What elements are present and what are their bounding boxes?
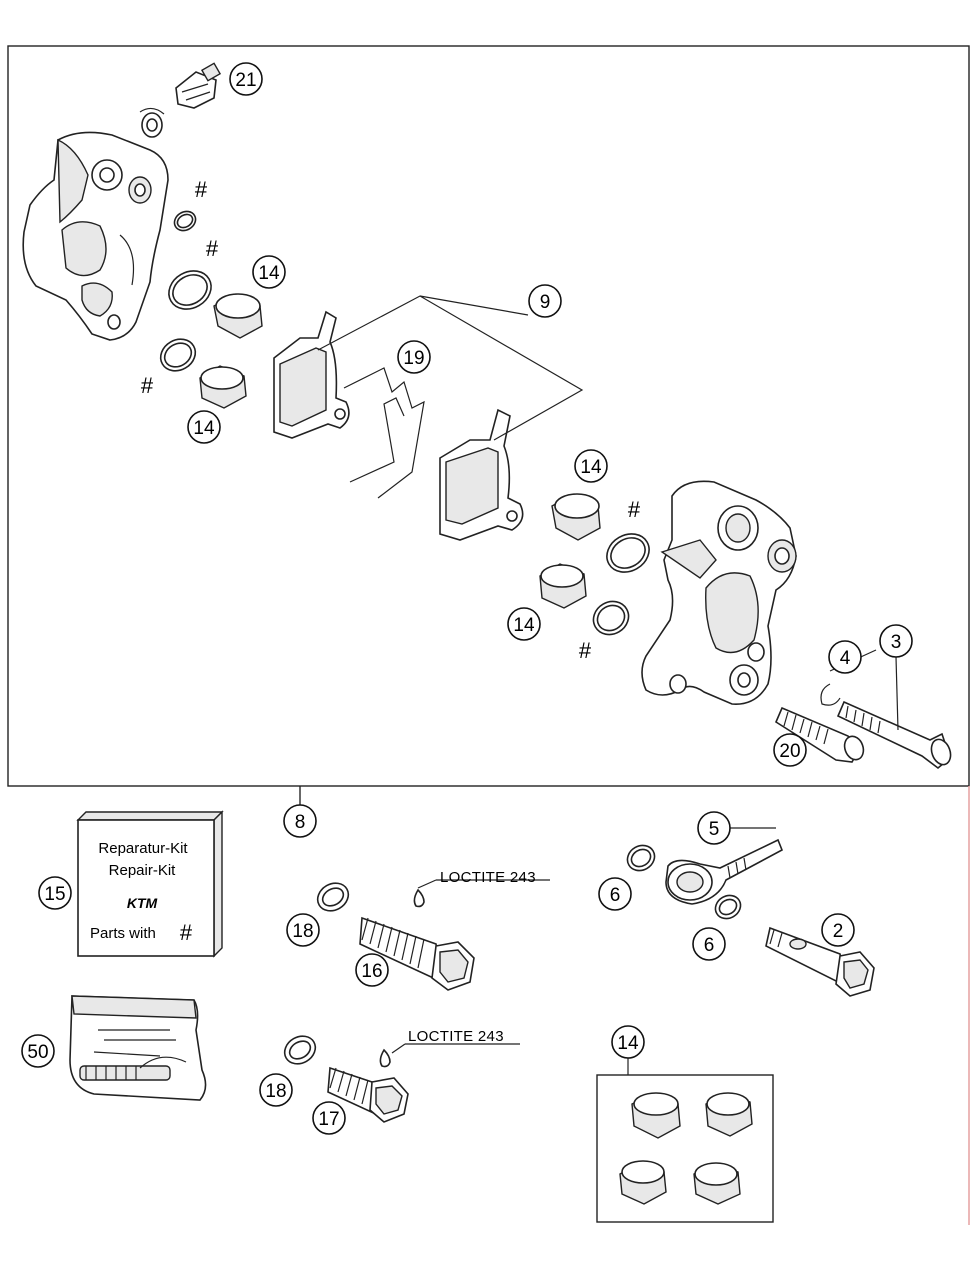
callout-8: 8 bbox=[283, 804, 317, 838]
svg-text:18: 18 bbox=[292, 921, 313, 942]
callout-14-d: 14 bbox=[507, 607, 541, 641]
svg-text:20: 20 bbox=[779, 741, 800, 762]
callout-15: 15 bbox=[38, 876, 72, 910]
caliper-half-right bbox=[641, 480, 797, 705]
svg-text:8: 8 bbox=[295, 812, 306, 833]
svg-text:19: 19 bbox=[403, 348, 424, 369]
svg-text:5: 5 bbox=[709, 819, 720, 840]
piston-set-frame bbox=[596, 1074, 774, 1223]
callout-18-a: 18 bbox=[286, 913, 320, 947]
repair-kit-hash: # bbox=[180, 920, 193, 945]
callout-18-b: 18 bbox=[259, 1073, 293, 1107]
svg-text:6: 6 bbox=[610, 885, 621, 906]
svg-text:14: 14 bbox=[193, 418, 215, 439]
bleeder-valve-21 bbox=[139, 62, 222, 138]
callout-14-a: 14 bbox=[252, 255, 286, 289]
svg-text:16: 16 bbox=[361, 961, 382, 982]
svg-text:2: 2 bbox=[833, 921, 844, 942]
callout-2: 2 bbox=[821, 913, 855, 947]
callout-17: 17 bbox=[312, 1101, 346, 1135]
svg-text:6: 6 bbox=[704, 935, 715, 956]
svg-text:9: 9 bbox=[540, 292, 551, 313]
bolt-20 bbox=[774, 706, 865, 763]
pad-spring-19 bbox=[343, 367, 425, 499]
callout-14-b: 14 bbox=[187, 410, 221, 444]
svg-text:21: 21 bbox=[235, 70, 256, 91]
svg-text:15: 15 bbox=[44, 884, 65, 905]
banjo-bolt-2 bbox=[765, 926, 875, 997]
piston-left-upper bbox=[213, 293, 263, 339]
bolt-17 bbox=[327, 1066, 409, 1123]
repair-kit-line-3: Parts with bbox=[90, 925, 156, 942]
svg-text:14: 14 bbox=[258, 263, 280, 284]
banjo-fitting-5 bbox=[665, 838, 784, 905]
svg-text:50: 50 bbox=[27, 1042, 48, 1063]
callout-14-e: 14 bbox=[611, 1025, 645, 1059]
brake-pad-right bbox=[439, 408, 524, 541]
hash-mark-4: # bbox=[628, 497, 641, 522]
callout-50: 50 bbox=[21, 1034, 55, 1068]
repair-kit-line-1: Reparatur-Kit bbox=[98, 840, 188, 857]
callout-6-b: 6 bbox=[692, 927, 726, 961]
piston-right-lower bbox=[539, 563, 587, 609]
svg-text:4: 4 bbox=[840, 648, 851, 669]
svg-text:14: 14 bbox=[617, 1033, 639, 1054]
svg-text:3: 3 bbox=[891, 632, 902, 653]
callout-5: 5 bbox=[697, 811, 731, 845]
ktm-logo: KTM bbox=[127, 895, 158, 911]
callout-19: 19 bbox=[397, 340, 431, 374]
brake-pad-left bbox=[273, 310, 350, 439]
caliper-half-left bbox=[22, 131, 169, 341]
pad-kit-bracket bbox=[317, 295, 584, 441]
loctite-drop-upper bbox=[413, 888, 425, 908]
repair-kit-line-2: Repair-Kit bbox=[109, 862, 177, 879]
callout-4: 4 bbox=[828, 640, 862, 674]
svg-text:14: 14 bbox=[580, 457, 602, 478]
piston-right-upper bbox=[551, 493, 601, 541]
hash-mark-3: # bbox=[141, 373, 154, 398]
callout-14-c: 14 bbox=[574, 449, 608, 483]
svg-text:14: 14 bbox=[513, 615, 535, 636]
callout-20: 20 bbox=[773, 733, 807, 767]
hash-mark-1: # bbox=[195, 177, 208, 202]
callout-16: 16 bbox=[355, 953, 389, 987]
callout-21: 21 bbox=[229, 62, 263, 96]
pin-3 bbox=[836, 700, 952, 770]
loctite-note-lower: LOCTITE 243 bbox=[408, 1028, 504, 1045]
hash-mark-5: # bbox=[579, 638, 592, 663]
pin-clip-4 bbox=[820, 683, 841, 706]
callout-3: 3 bbox=[879, 624, 913, 658]
svg-text:18: 18 bbox=[265, 1081, 286, 1102]
loctite-note-upper: LOCTITE 243 bbox=[440, 869, 536, 886]
callout-6-a: 6 bbox=[598, 877, 632, 911]
bleed-kit-pouch-50 bbox=[69, 995, 207, 1101]
callout-9: 9 bbox=[528, 284, 562, 318]
repair-kit-box bbox=[76, 810, 224, 958]
hash-mark-2: # bbox=[206, 236, 219, 261]
piston-left-lower bbox=[199, 365, 247, 409]
caliper-assembly-frame bbox=[7, 45, 970, 787]
piston-set bbox=[619, 1092, 753, 1205]
svg-text:17: 17 bbox=[318, 1109, 339, 1130]
bolt-16 bbox=[359, 916, 475, 991]
loctite-drop-lower bbox=[379, 1048, 391, 1068]
